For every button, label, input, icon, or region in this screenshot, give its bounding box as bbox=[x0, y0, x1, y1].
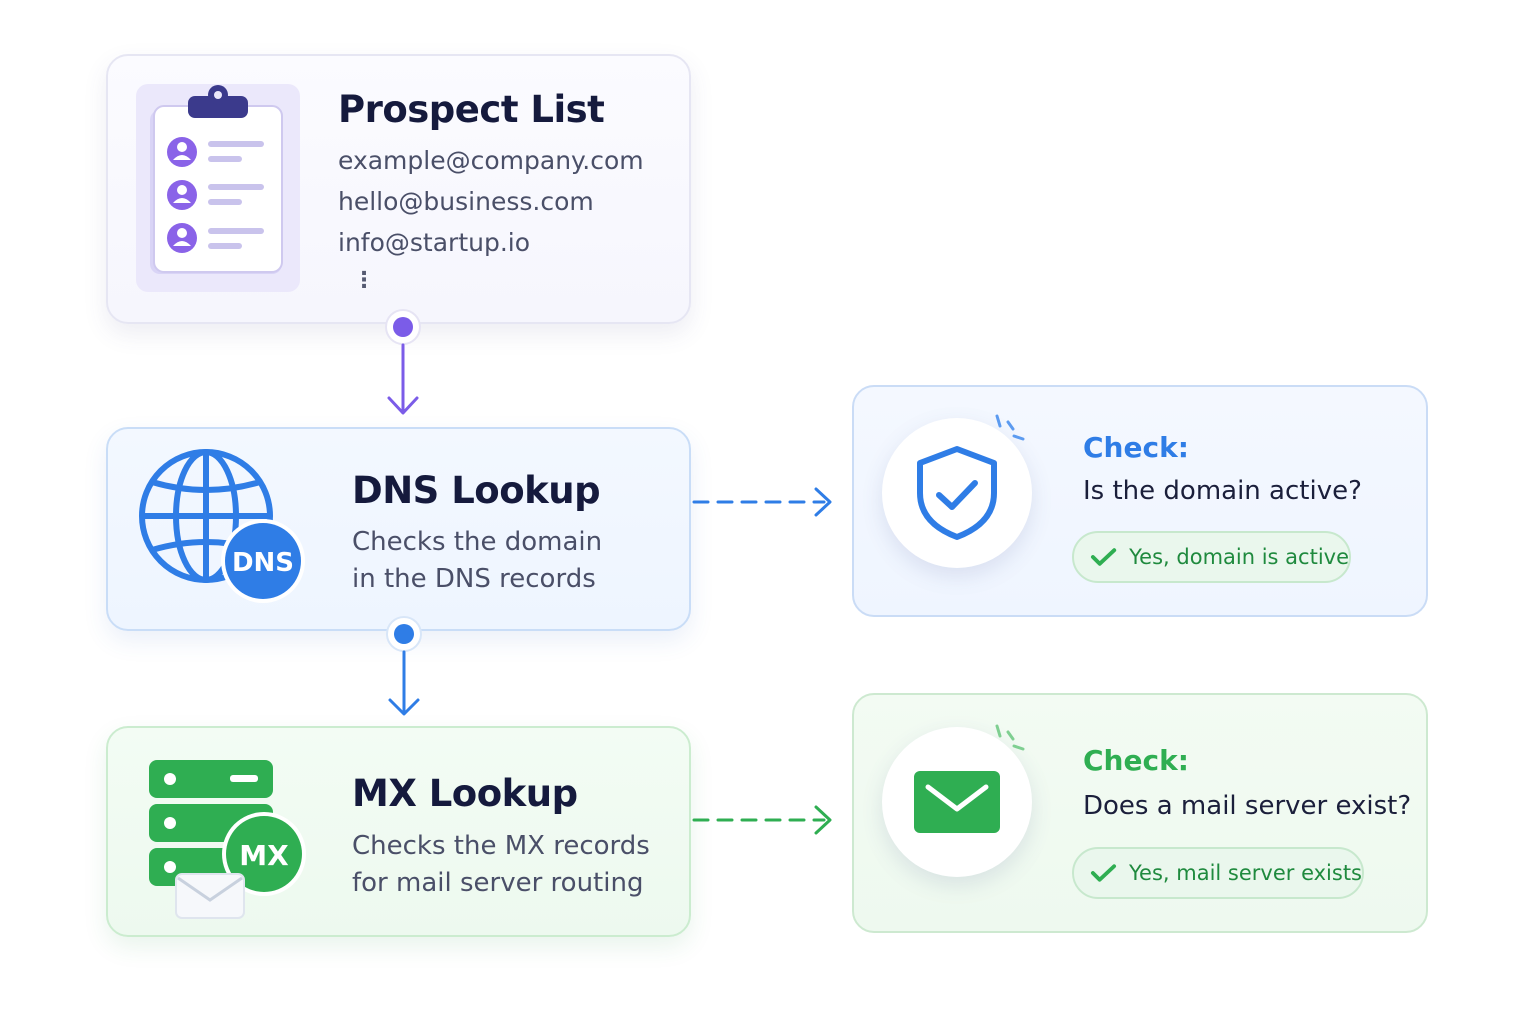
arrow-dns-to-check bbox=[692, 487, 832, 517]
shield-check-badge bbox=[882, 418, 1032, 568]
envelope-small-icon bbox=[175, 873, 245, 919]
prospect-email-3: info@startup.io bbox=[338, 228, 531, 257]
prospect-email-2: hello@business.com bbox=[338, 187, 594, 216]
mail-server-check-question: Does a mail server exist? bbox=[1083, 791, 1412, 821]
dns-lookup-title: DNS Lookup bbox=[352, 469, 601, 512]
mail-server-check-label: Check: bbox=[1083, 744, 1189, 777]
connector-dns-to-mx bbox=[386, 616, 422, 716]
dns-desc-line-2: in the DNS records bbox=[352, 564, 596, 594]
mx-badge-text: MX bbox=[239, 839, 289, 872]
mx-lookup-title: MX Lookup bbox=[352, 772, 578, 815]
shield-check-icon bbox=[917, 446, 997, 540]
connector-prospect-to-dns bbox=[385, 309, 421, 415]
domain-active-result-text: Yes, domain is active bbox=[1129, 545, 1349, 569]
dns-desc-line-1: Checks the domain bbox=[352, 527, 603, 557]
mx-desc-line-1: Checks the MX records bbox=[352, 831, 650, 861]
mail-server-result-text: Yes, mail server exists bbox=[1129, 861, 1362, 885]
more-indicator: ⋮ bbox=[353, 268, 375, 293]
arrow-mx-to-check bbox=[692, 805, 832, 835]
domain-check-question: Is the domain active? bbox=[1083, 476, 1362, 506]
envelope-badge bbox=[882, 727, 1032, 877]
checkmark-icon bbox=[1090, 548, 1117, 566]
mail-server-result: Yes, mail server exists bbox=[1072, 847, 1364, 899]
domain-check-label: Check: bbox=[1083, 431, 1189, 464]
domain-active-result: Yes, domain is active bbox=[1072, 531, 1351, 583]
dns-badge-text: DNS bbox=[232, 548, 294, 578]
checkmark-icon bbox=[1090, 864, 1117, 882]
prospect-email-1: example@company.com bbox=[338, 146, 644, 175]
mx-desc-line-2: for mail server routing bbox=[352, 868, 644, 898]
sparkle-icon-green bbox=[995, 724, 1025, 751]
clipboard-icon bbox=[136, 84, 300, 292]
envelope-icon bbox=[914, 771, 1000, 833]
sparkle-icon bbox=[995, 414, 1025, 441]
globe-icon: DNS bbox=[139, 449, 305, 603]
server-icon: MX bbox=[149, 760, 306, 919]
prospect-list-title: Prospect List bbox=[338, 88, 605, 131]
